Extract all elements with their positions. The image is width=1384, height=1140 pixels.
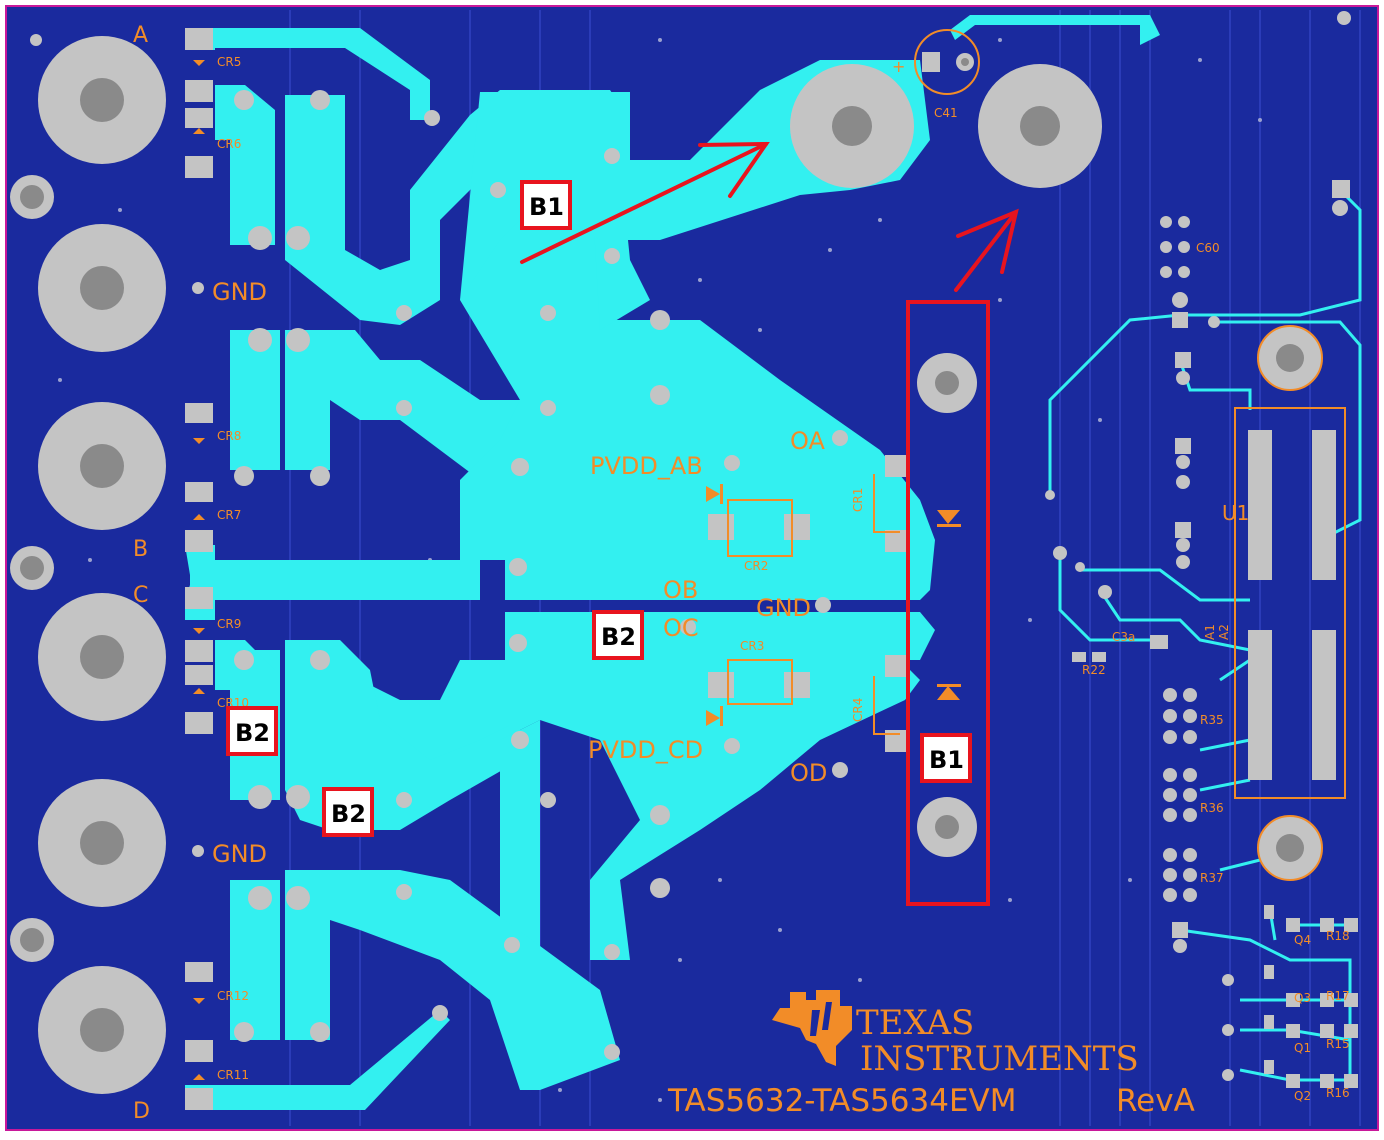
svg-text:R37: R37 [1200, 871, 1224, 885]
terminal-pads [10, 11, 1351, 1094]
svg-text:C3a: C3a [1112, 630, 1135, 644]
control-components [1045, 180, 1358, 1088]
svg-text:R16: R16 [1326, 1086, 1350, 1100]
svg-text:CR5: CR5 [217, 55, 241, 69]
label-ob: OB [663, 576, 698, 604]
ti-logo-line1: TEXAS [856, 1003, 974, 1043]
svg-text:CR8: CR8 [217, 429, 241, 443]
svg-text:B2: B2 [331, 800, 366, 828]
callout-b2-center: B2 [592, 610, 644, 660]
svg-text:CR11: CR11 [217, 1068, 249, 1082]
label-gnd-mid: GND [756, 594, 811, 622]
silkscreen-outlines [727, 407, 1346, 799]
svg-text:CR6: CR6 [217, 137, 241, 151]
svg-text:A1: A1 [1203, 624, 1217, 640]
svg-text:B1: B1 [529, 193, 564, 221]
annotations [520, 141, 1019, 906]
label-oa: OA [790, 427, 825, 455]
label-output-a: A [133, 23, 148, 48]
svg-text:Q3: Q3 [1294, 991, 1311, 1005]
arrow-box-to-gnd [954, 210, 1018, 292]
svg-text:U1: U1 [1222, 501, 1249, 525]
svg-text:CR4: CR4 [851, 698, 865, 722]
svg-text:R17: R17 [1326, 989, 1350, 1003]
board-title: TAS5632-TAS5634EVM [667, 1083, 1017, 1119]
label-oc: OC [663, 614, 699, 642]
svg-text:B1: B1 [929, 746, 964, 774]
svg-text:R15: R15 [1326, 1037, 1350, 1051]
svg-text:B2: B2 [235, 719, 270, 747]
svg-text:CR1: CR1 [851, 488, 865, 512]
callout-b1-top: B1 [520, 180, 572, 230]
label-output-d: D [133, 1099, 150, 1124]
label-gnd-top: GND [212, 278, 267, 306]
callout-b2-lower: B2 [322, 787, 374, 837]
svg-text:R22: R22 [1082, 663, 1106, 677]
label-output-b: B [133, 537, 148, 562]
svg-text:Q2: Q2 [1294, 1089, 1311, 1103]
b1-highlight-box [906, 300, 990, 906]
label-pvdd-ab: PVDD_AB [590, 452, 703, 480]
svg-text:B2: B2 [601, 623, 636, 651]
svg-text:C60: C60 [1196, 241, 1220, 255]
callout-b1-right: B1 [920, 733, 972, 783]
svg-text:R18: R18 [1326, 929, 1350, 943]
silkscreen-labels: A B C D GND GND PVDD_AB PVDD_CD OA OB OC… [133, 23, 1350, 1124]
svg-text:CR2: CR2 [744, 559, 768, 573]
svg-text:CR7: CR7 [217, 508, 241, 522]
thru-hole-pads [192, 90, 1348, 1060]
ti-logo-line2: INSTRUMENTS [860, 1039, 1139, 1079]
smd-pads [185, 28, 907, 1110]
diode-symbols [193, 60, 961, 1080]
svg-text:R36: R36 [1200, 801, 1224, 815]
ti-logo: TEXAS INSTRUMENTS [772, 990, 1139, 1079]
svg-text:Q4: Q4 [1294, 933, 1311, 947]
label-pvdd-cd: PVDD_CD [588, 736, 703, 764]
label-output-c: C [133, 583, 148, 608]
label-od: OD [790, 759, 827, 787]
c41-capacitor [914, 29, 980, 95]
svg-text:R35: R35 [1200, 713, 1224, 727]
svg-text:CR9: CR9 [217, 617, 241, 631]
svg-text:A2: A2 [1217, 624, 1231, 640]
svg-text:C41: C41 [934, 106, 958, 120]
svg-text:+: + [892, 57, 905, 76]
board-revision: RevA [1116, 1083, 1195, 1119]
svg-text:Q1: Q1 [1294, 1041, 1311, 1055]
arrow-b1-to-pvdd [520, 142, 768, 264]
label-gnd-bottom: GND [212, 840, 267, 868]
svg-text:CR3: CR3 [740, 639, 764, 653]
svg-text:CR12: CR12 [217, 989, 249, 1003]
callout-b2-left: B2 [226, 706, 278, 756]
